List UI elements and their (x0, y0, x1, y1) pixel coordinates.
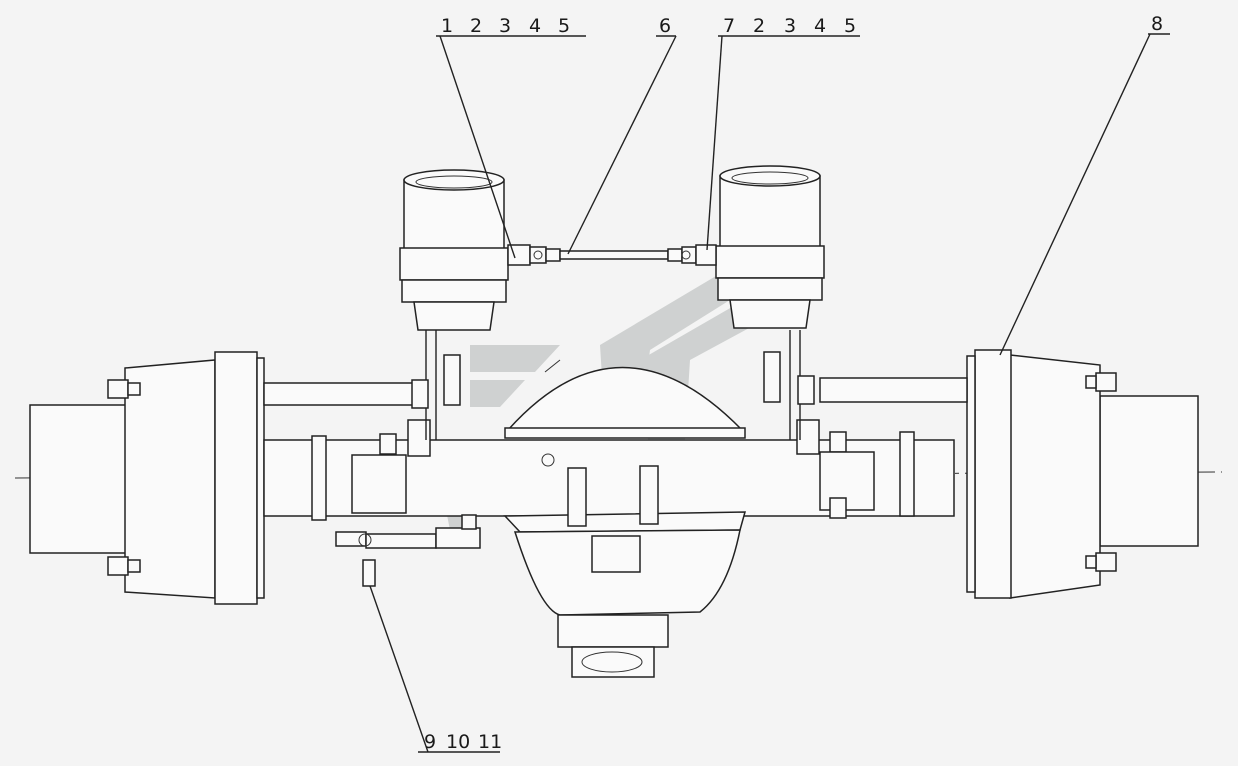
right-brake-chamber (715, 165, 825, 329)
left-hub-bolt-bottom (107, 556, 141, 576)
left-wheel-hub (29, 351, 265, 605)
callout-4b: 4 (814, 15, 826, 37)
callout-group-b: 7 2 3 4 5 (723, 15, 856, 37)
callout-3b: 3 (784, 15, 796, 37)
callout-10: 10 (446, 731, 470, 753)
callout-4: 4 (529, 15, 541, 37)
callout-9: 9 (424, 731, 436, 753)
right-chamber-bracket (763, 330, 815, 440)
left-chamber-bracket (411, 330, 461, 440)
leader-lines (369, 33, 1170, 753)
right-hub-bolt-bottom (1085, 552, 1117, 572)
callout-11: 11 (478, 731, 502, 753)
callout-group-a: 1 2 3 4 5 (441, 15, 570, 37)
callout-5b: 5 (844, 15, 856, 37)
callout-group-c: 9 10 11 (424, 731, 502, 753)
left-hub-bolt-top (107, 379, 141, 399)
left-brake-chamber (399, 169, 509, 331)
callout-5: 5 (558, 15, 570, 37)
slack-adjuster (335, 514, 481, 587)
callout-3: 3 (499, 15, 511, 37)
callout-8: 8 (1151, 13, 1163, 35)
callout-6: 6 (659, 15, 671, 37)
callout-1: 1 (441, 15, 453, 37)
right-wheel-hub (966, 349, 1199, 599)
right-hub-bolt-top (1085, 372, 1117, 392)
air-pipe (507, 244, 717, 266)
callout-2: 2 (470, 15, 482, 37)
differential-cover (504, 359, 746, 467)
callout-2b: 2 (753, 15, 765, 37)
differential-housing (503, 465, 746, 678)
callout-7: 7 (723, 15, 735, 37)
axle-housing (263, 377, 968, 521)
